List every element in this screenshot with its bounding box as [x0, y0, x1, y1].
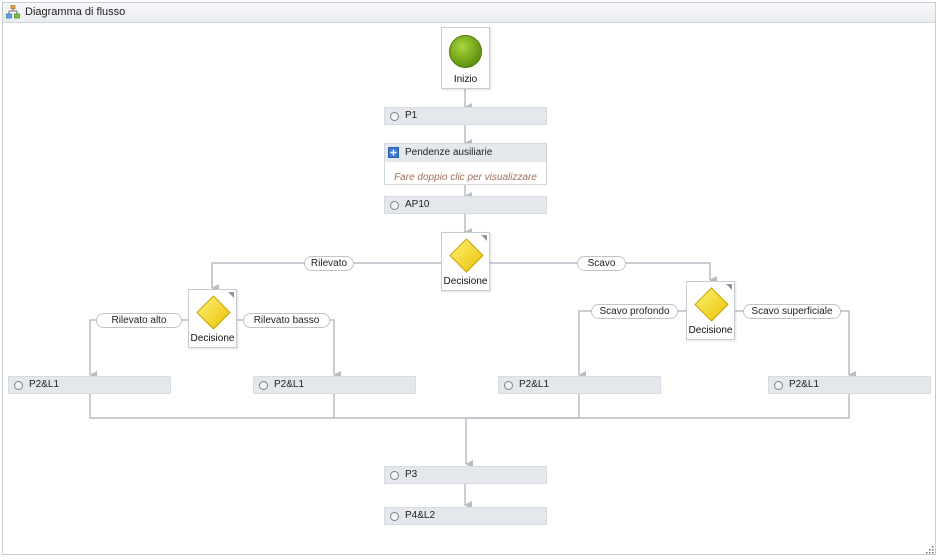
decision-label: Decisione [688, 325, 733, 336]
branch-label-rilevato[interactable]: Rilevato [304, 256, 354, 271]
pendenze-header: Pendenze ausiliarie [385, 144, 546, 162]
window-title: Diagramma di flusso [25, 6, 126, 18]
activity-label: P2&L1 [274, 379, 305, 390]
decision-diamond-icon [196, 295, 231, 330]
start-circle-icon [449, 35, 482, 68]
pendenze-title: Pendenze ausiliarie [405, 147, 493, 158]
activity-label: P4&L2 [405, 510, 436, 521]
corner-marker-icon [726, 284, 732, 290]
connector [237, 319, 341, 379]
connector [211, 262, 441, 292]
corner-marker-icon [228, 292, 234, 298]
pendenze-ausiliarie-node[interactable]: Pendenze ausiliarie Fare doppio clic per… [384, 143, 547, 185]
start-label: Inizio [453, 74, 478, 85]
connector [578, 310, 686, 379]
decision-diamond-icon [449, 238, 484, 273]
activity-p3[interactable]: P3 [384, 466, 547, 484]
branch-label-scavo[interactable]: Scavo [577, 256, 626, 271]
activity-label: P2&L1 [519, 379, 550, 390]
decision-label: Decisione [190, 333, 235, 344]
connector [89, 319, 188, 379]
decision-left[interactable]: Decisione [188, 289, 237, 348]
connector [465, 393, 580, 468]
activity-p4l2[interactable]: P4&L2 [384, 507, 547, 525]
resize-grip-icon[interactable] [925, 545, 934, 554]
activity-p1[interactable]: P1 [384, 107, 547, 125]
activity-status-icon [14, 381, 23, 390]
activity-label: P2&L1 [29, 379, 60, 390]
activity-status-icon [390, 512, 399, 521]
connector [735, 310, 856, 379]
corner-marker-icon [481, 235, 487, 241]
pendenze-hint: Fare doppio clic per visualizzare [394, 172, 537, 183]
connector [89, 393, 850, 419]
activity-label: P1 [405, 110, 418, 121]
activity-status-icon [390, 112, 399, 121]
activity-label: P3 [405, 469, 418, 480]
flowchart-icon [6, 5, 20, 19]
branch-label-rilevato-alto[interactable]: Rilevato alto [96, 313, 182, 328]
activity-leaf-1[interactable]: P2&L1 [8, 376, 171, 394]
activity-leaf-3[interactable]: P2&L1 [498, 376, 661, 394]
branch-label-rilevato-basso[interactable]: Rilevato basso [243, 313, 330, 328]
decision-diamond-icon [694, 287, 729, 322]
activity-label: AP10 [405, 199, 430, 210]
activity-status-icon [259, 381, 268, 390]
activity-status-icon [390, 471, 399, 480]
activity-status-icon [504, 381, 513, 390]
start-node[interactable]: Inizio [441, 27, 490, 89]
activity-leaf-4[interactable]: P2&L1 [768, 376, 931, 394]
decision-main[interactable]: Decisione [441, 232, 490, 291]
activity-ap10[interactable]: AP10 [384, 196, 547, 214]
plus-document-icon [388, 147, 399, 158]
activity-status-icon [390, 201, 399, 210]
branch-label-scavo-profondo[interactable]: Scavo profondo [591, 304, 678, 319]
decision-right[interactable]: Decisione [686, 281, 735, 340]
window-titlebar: Diagramma di flusso [3, 3, 935, 23]
decision-label: Decisione [443, 276, 488, 287]
activity-status-icon [774, 381, 783, 390]
connector [489, 262, 717, 284]
activity-leaf-2[interactable]: P2&L1 [253, 376, 416, 394]
activity-label: P2&L1 [789, 379, 820, 390]
branch-label-scavo-superficiale[interactable]: Scavo superficiale [743, 304, 841, 319]
